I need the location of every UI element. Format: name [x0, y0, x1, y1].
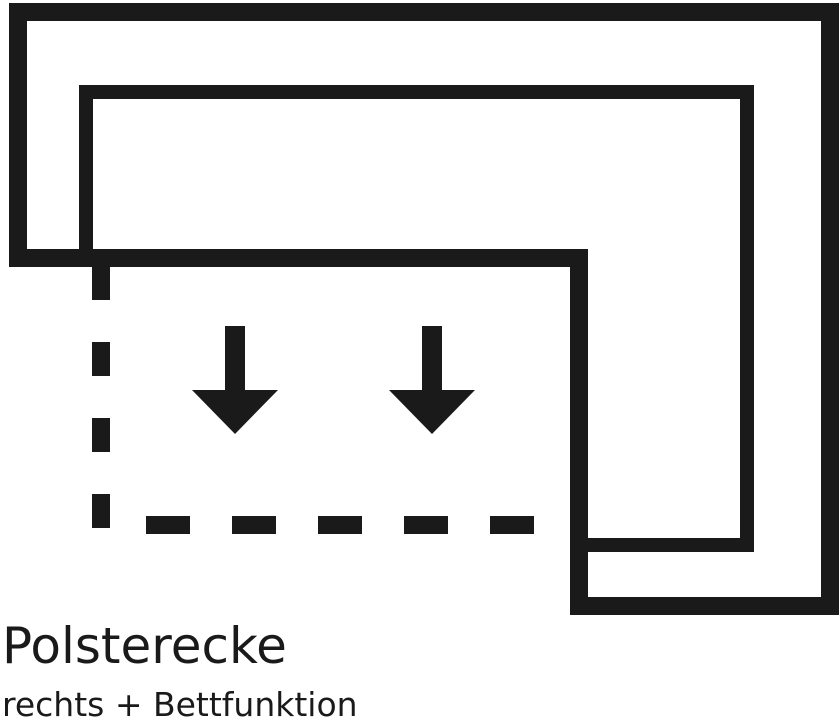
- product-title: Polsterecke: [2, 617, 287, 675]
- sofa-outer-outline: [9, 3, 839, 615]
- product-subtitle: rechts + Bettfunktion: [2, 685, 358, 724]
- arrow-down-icon: [192, 326, 278, 434]
- sofa-inner-outline: [79, 85, 754, 552]
- arrow-down-icon: [389, 326, 475, 434]
- bed-extension-icon: [92, 266, 536, 534]
